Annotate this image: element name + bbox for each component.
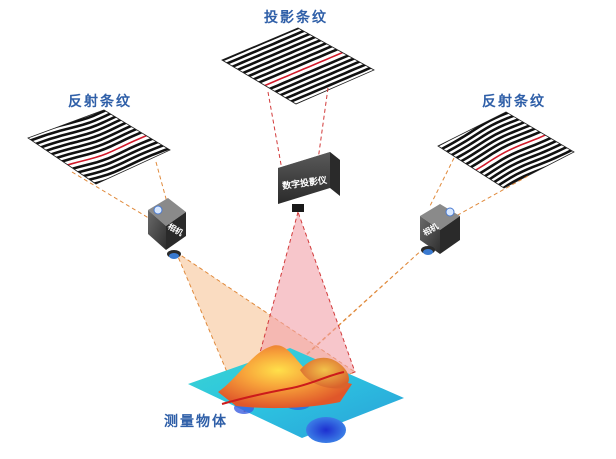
- fringe-stripe: [28, 110, 170, 153]
- fringe-stripe: [0, 22, 167, 96]
- fringe-stripe: [441, 167, 574, 188]
- fringe-stripe: [0, 26, 169, 100]
- fringe-stripe: [222, 28, 374, 83]
- fringe-stripe: [28, 110, 170, 168]
- fringe-stripe: [160, 0, 359, 22]
- fringe-stripe: [28, 128, 170, 184]
- fringe-stripe: [438, 127, 574, 188]
- reflected-fringe-pattern-left: [0, 7, 234, 279]
- fringe-stripe: [439, 163, 574, 188]
- fringe-stripe: [438, 112, 574, 175]
- fringe-stripe: [438, 118, 574, 188]
- fringe-stripe: [28, 165, 170, 184]
- fringe-stripe: [154, 0, 353, 8]
- fringe-stripe: [28, 179, 170, 184]
- fringe-stripe: [222, 28, 363, 32]
- fringe-stripe: [443, 172, 574, 188]
- fringe-stripe: [446, 176, 574, 188]
- fringe-stripe: [28, 110, 170, 163]
- fringe-stripe: [360, 8, 553, 106]
- fringe-stripe: [438, 112, 567, 135]
- fringe-stripe: [438, 112, 574, 188]
- fringe-stripe: [0, 17, 165, 91]
- fringe-stripe: [162, 0, 361, 26]
- camera-icon-right: 相机: [420, 204, 460, 255]
- fringe-stripe: [450, 185, 574, 188]
- fringe-stripe: [28, 110, 170, 125]
- projected-fringe-label: 投影条纹: [264, 9, 328, 26]
- fringe-stripe: [453, 191, 616, 289]
- reflected-fringe-label-right: 反射条纹: [482, 93, 546, 110]
- fringe-stripe: [358, 4, 550, 102]
- fringe-stripe: [438, 112, 574, 179]
- camera-icon-left: 相机: [148, 198, 186, 259]
- fringe-stripe: [438, 114, 574, 188]
- projector-icon: 数字投影仪: [278, 152, 340, 212]
- reflected-fringe-label-left: 反射条纹: [68, 93, 132, 110]
- fringe-stripe: [28, 110, 170, 158]
- measured-object-label: 测量物体: [164, 413, 228, 430]
- fringe-stripe: [24, 186, 227, 260]
- fringe-stripe: [28, 123, 170, 184]
- fringe-stripe: [28, 175, 170, 184]
- fringe-stripe: [31, 205, 234, 279]
- fringe-stripe: [0, 12, 164, 86]
- fringe-stripe: [438, 112, 574, 184]
- fringe-stripe: [438, 112, 565, 130]
- fringe-stripe: [222, 51, 374, 104]
- fringe-stripe: [222, 28, 374, 88]
- fringe-stripe: [28, 110, 170, 172]
- measured-object-surface: [188, 345, 404, 443]
- fringe-stripe: [26, 191, 229, 265]
- reflected-fringe-pattern-right: [358, 4, 616, 298]
- fringe-stripe: [29, 200, 232, 274]
- fringe-stripe: [438, 123, 574, 188]
- fringe-stripe: [28, 170, 170, 184]
- fringe-stripe: [456, 195, 616, 293]
- fringe-stripe: [28, 132, 170, 184]
- fringe-stripe: [458, 200, 616, 298]
- fringe-stripe: [438, 112, 574, 188]
- fringe-stripe: [438, 112, 570, 139]
- fringe-stripe: [0, 7, 162, 81]
- fringe-stripe: [438, 131, 574, 188]
- fringe-stripe: [448, 180, 574, 188]
